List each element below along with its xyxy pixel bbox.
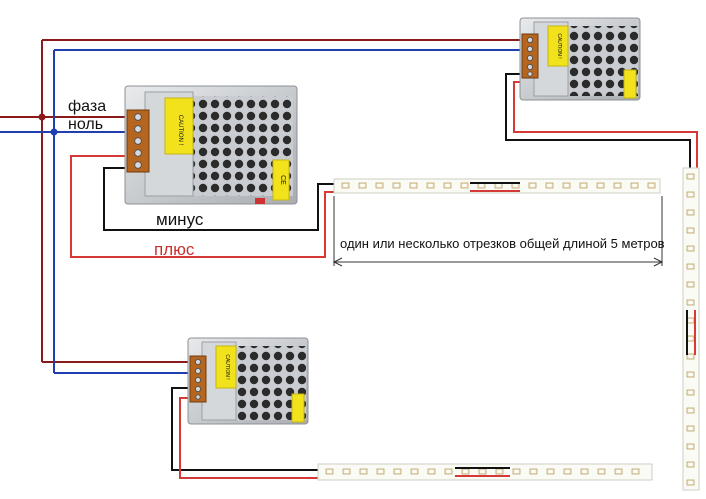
led-strip-icon: [682, 167, 700, 491]
led-chip-icon: [630, 182, 639, 189]
led-strip-icon: [317, 463, 653, 481]
led-chip-icon: [686, 407, 695, 414]
led-chip-icon: [686, 227, 695, 234]
caution-label: CAUTION !: [556, 33, 562, 58]
led-chip-icon: [613, 182, 622, 189]
plus-wire: [70, 155, 338, 258]
plus-wire: [513, 81, 698, 168]
led-chip-icon: [461, 468, 470, 475]
segment-length-note: один или несколько отрезков общей длиной…: [340, 236, 665, 251]
power-supply-icon: CAUTION !: [187, 337, 309, 425]
led-chip-icon: [686, 191, 695, 198]
led-chip-icon: [596, 182, 605, 189]
led-chip-icon: [495, 468, 504, 475]
led-chip-icon: [686, 173, 695, 180]
led-chip-icon: [686, 335, 695, 342]
led-chip-icon: [686, 443, 695, 450]
led-chip-icon: [563, 468, 572, 475]
led-chip-icon: [686, 371, 695, 378]
led-chip-icon: [686, 299, 695, 306]
led-chip-icon: [443, 182, 452, 189]
led-chip-icon: [686, 245, 695, 252]
led-chip-icon: [426, 182, 435, 189]
led-chip-icon: [546, 468, 555, 475]
phase-wire: [0, 39, 520, 363]
led-chip-icon: [529, 468, 538, 475]
junction-dot-icon: [38, 113, 46, 121]
led-chip-icon: [376, 468, 385, 475]
phase-label: фаза: [68, 98, 107, 115]
led-chip-icon: [580, 468, 589, 475]
model-label: CE: [279, 175, 286, 185]
led-chip-icon: [597, 468, 606, 475]
led-chip-icon: [512, 468, 521, 475]
led-chip-icon: [341, 182, 350, 189]
caution-label: CAUTION !: [177, 115, 183, 146]
plus-label: плюс: [154, 240, 195, 259]
plus-wire: [179, 397, 320, 479]
neutral-label: ноль: [68, 116, 104, 133]
power-supply-icon: CAUTION ! CE: [124, 85, 298, 205]
led-chip-icon: [375, 182, 384, 189]
led-chip-icon: [409, 182, 418, 189]
led-chip-icon: [686, 389, 695, 396]
led-chip-icon: [614, 468, 623, 475]
led-chip-icon: [359, 468, 368, 475]
dimension-arrow-icon: [332, 196, 664, 267]
neutral-wire: [0, 49, 520, 374]
led-chip-icon: [427, 468, 436, 475]
led-chip-icon: [686, 479, 695, 486]
minus-label: минус: [156, 210, 204, 229]
led-chip-icon: [444, 468, 453, 475]
led-chip-icon: [325, 468, 334, 475]
led-chip-icon: [686, 263, 695, 270]
led-chip-icon: [478, 468, 487, 475]
led-chip-icon: [342, 468, 351, 475]
led-chip-icon: [686, 461, 695, 468]
led-chip-icon: [686, 317, 695, 324]
led-chip-icon: [410, 468, 419, 475]
led-strip-icon: [333, 178, 661, 194]
led-chip-icon: [647, 182, 656, 189]
led-chip-icon: [686, 425, 695, 432]
led-chip-icon: [686, 353, 695, 360]
caution-label: CAUTION !: [224, 354, 230, 379]
led-chip-icon: [686, 209, 695, 216]
led-chip-icon: [358, 182, 367, 189]
led-chip-icon: [631, 468, 640, 475]
led-chip-icon: [528, 182, 537, 189]
led-chip-icon: [460, 182, 469, 189]
led-chip-icon: [393, 468, 402, 475]
junction-dot-icon: [50, 128, 58, 136]
led-chip-icon: [562, 182, 571, 189]
led-chip-icon: [545, 182, 554, 189]
power-supply-icon: CAUTION !: [519, 17, 641, 101]
led-chip-icon: [392, 182, 401, 189]
minus-wire: [505, 73, 691, 168]
led-chip-icon: [579, 182, 588, 189]
led-chip-icon: [686, 281, 695, 288]
minus-wire: [103, 167, 338, 231]
minus-wire: [171, 387, 320, 471]
